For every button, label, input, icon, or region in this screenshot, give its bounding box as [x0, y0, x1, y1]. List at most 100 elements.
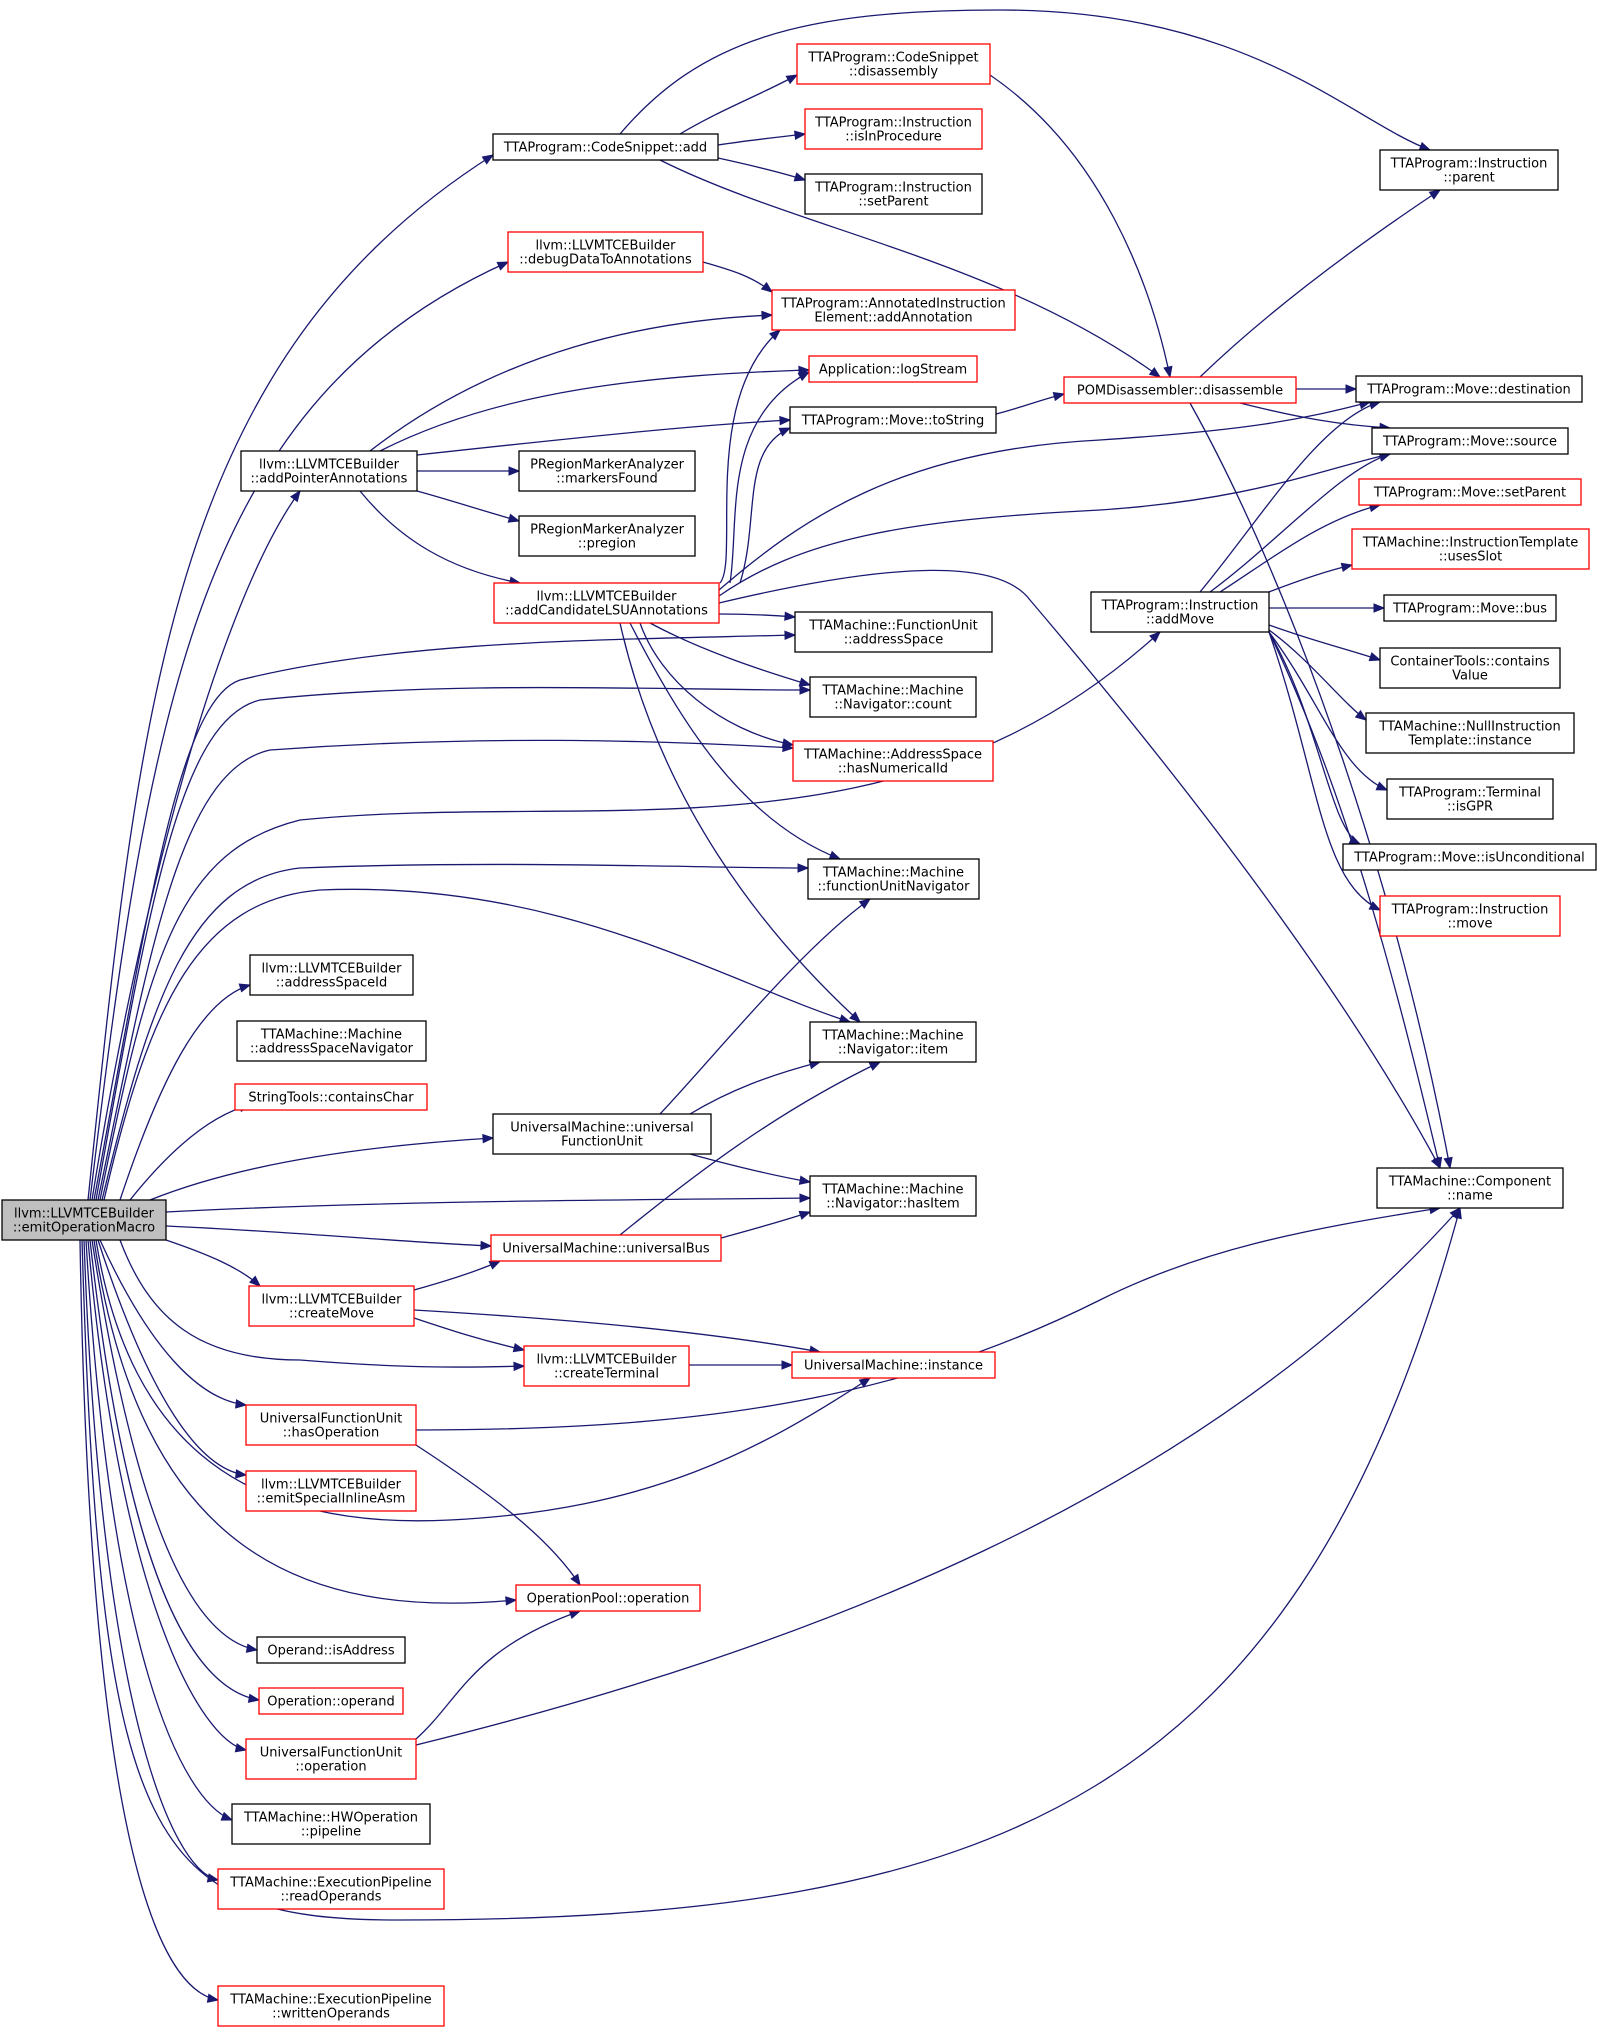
- edge-createmove-to-univbus: [413, 1260, 501, 1291]
- edge-ufu_hasop-to-oppool_op: [415, 1444, 581, 1586]
- node-mv-dest[interactable]: TTAProgram::Move::destination: [1355, 375, 1583, 403]
- arrowhead-addptr-to-addannot: [761, 310, 774, 321]
- node-label: llvm::LLVMTCEBuilder: [537, 590, 678, 605]
- node-label: ::Navigator::item: [838, 1043, 948, 1058]
- node-addptr[interactable]: llvm::LLVMTCEBuilder::addPointerAnnotati…: [240, 450, 418, 492]
- node-containschar[interactable]: StringTools::containsChar: [234, 1083, 428, 1111]
- edge-ins_addmove-to-usesslot: [1268, 564, 1353, 593]
- node-usesslot[interactable]: TTAMachine::InstructionTemplate::usesSlo…: [1351, 528, 1590, 570]
- node-pregion[interactable]: PRegionMarkerAnalyzer::pregion: [518, 515, 696, 557]
- node-box: [1386, 778, 1554, 820]
- node-oppool-op[interactable]: OperationPool::operation: [515, 1584, 701, 1612]
- arrowhead-addptr-to-pregion: [507, 513, 521, 523]
- node-logstream[interactable]: Application::logStream: [808, 355, 978, 383]
- node-label: llvm::LLVMTCEBuilder: [261, 1478, 402, 1493]
- node-isgpr[interactable]: TTAProgram::Terminal::isGPR: [1386, 778, 1554, 820]
- node-ins-addmove[interactable]: TTAProgram::Instruction::addMove: [1090, 591, 1270, 633]
- edge-root-to-oppool_op: [93, 1239, 517, 1604]
- arrowhead-addptr-to-markers: [508, 466, 521, 476]
- node-univbus[interactable]: UniversalMachine::universalBus: [490, 1234, 722, 1262]
- edge-ufu_op-to-oppool_op: [415, 1610, 581, 1740]
- node-comp-name[interactable]: TTAMachine::Component::name: [1376, 1167, 1564, 1209]
- node-box: [1371, 427, 1569, 455]
- node-writtenops[interactable]: TTAMachine::ExecutionPipeline::writtenOp…: [217, 1985, 445, 2027]
- node-label: TTAMachine::ExecutionPipeline: [229, 1993, 431, 2008]
- node-label: ::isGPR: [1447, 800, 1493, 815]
- node-ins-setparent[interactable]: TTAProgram::Instruction::setParent: [804, 173, 983, 215]
- edge-addcand-to-funav: [629, 622, 841, 860]
- arrowhead-ufu_hasop-to-oppool_op: [570, 1573, 581, 1587]
- node-nullinst[interactable]: TTAMachine::NullInstructionTemplate::ins…: [1365, 712, 1575, 754]
- node-label: llvm::LLVMTCEBuilder: [536, 239, 677, 254]
- node-addrspaceid[interactable]: llvm::LLVMTCEBuilder::addressSpaceId: [249, 954, 414, 996]
- node-ufu-op[interactable]: UniversalFunctionUnit::operation: [245, 1738, 417, 1780]
- arrowhead-ufu_op-to-comp_name: [1449, 1206, 1461, 1219]
- node-hasnumid[interactable]: TTAMachine::AddressSpace::hasNumericalId: [792, 740, 994, 782]
- node-addcand[interactable]: llvm::LLVMTCEBuilder::addCandidateLSUAnn…: [493, 582, 720, 624]
- node-emitspecial[interactable]: llvm::LLVMTCEBuilder::emitSpecialInlineA…: [245, 1470, 417, 1512]
- node-ins-inproc[interactable]: TTAProgram::Instruction::isInProcedure: [804, 108, 983, 150]
- node-label: TTAMachine::ExecutionPipeline: [229, 1876, 431, 1891]
- node-ins-move[interactable]: TTAProgram::Instruction::move: [1379, 895, 1561, 937]
- node-label: ::pipeline: [301, 1825, 361, 1840]
- arrowhead-univfu-to-funav: [858, 898, 872, 910]
- node-label: TTAProgram::Move::bus: [1392, 602, 1547, 617]
- node-addannot[interactable]: TTAProgram::AnnotatedInstructionElement:…: [771, 289, 1016, 331]
- node-pom[interactable]: POMDisassembler::disassemble: [1063, 376, 1297, 404]
- arrowhead-addptr-to-mv_tostring: [779, 415, 792, 426]
- node-asnav[interactable]: TTAMachine::Machine::addressSpaceNavigat…: [236, 1020, 427, 1062]
- arrowhead-root-to-createmove: [249, 1275, 262, 1287]
- node-isaddress[interactable]: Operand::isAddress: [256, 1636, 406, 1664]
- node-mv-tostring[interactable]: TTAProgram::Move::toString: [789, 406, 997, 434]
- node-label: TTAMachine::Component: [1388, 1175, 1551, 1190]
- arrowhead-addcand-to-nav_item: [849, 1011, 861, 1023]
- node-markers[interactable]: PRegionMarkerAnalyzer::markersFound: [518, 450, 696, 492]
- edge-addcand-to-logstream: [729, 371, 810, 584]
- node-nav-item[interactable]: TTAMachine::Machine::Navigator::item: [809, 1021, 977, 1063]
- node-um-instance[interactable]: UniversalMachine::instance: [791, 1351, 996, 1379]
- node-fu-addrspace[interactable]: TTAMachine::FunctionUnit::addressSpace: [794, 611, 993, 653]
- arrowhead-cs_add-to-cs_disasm: [785, 74, 799, 85]
- node-debugdata[interactable]: llvm::LLVMTCEBuilder::debugDataToAnnotat…: [507, 231, 704, 273]
- node-box: [796, 43, 991, 85]
- edge-addptr-to-mv_tostring: [416, 419, 791, 456]
- call-nodes: llvm::LLVMTCEBuilder::emitOperationMacro…: [1, 43, 1597, 2027]
- arrowhead-createterm-to-um_instance: [781, 1360, 794, 1370]
- arrowhead-ins_addmove-to-contains: [1368, 652, 1382, 662]
- node-cs-add[interactable]: TTAProgram::CodeSnippet::add: [492, 133, 719, 161]
- node-mv-source[interactable]: TTAProgram::Move::source: [1371, 427, 1569, 455]
- node-root[interactable]: llvm::LLVMTCEBuilder::emitOperationMacro: [1, 1199, 167, 1241]
- node-label: UniversalFunctionUnit: [260, 1412, 403, 1427]
- node-isuncond[interactable]: TTAProgram::Move::isUnconditional: [1342, 843, 1597, 871]
- edge-ins_addmove-to-ins_move: [1268, 631, 1381, 911]
- node-hwop-pipe[interactable]: TTAMachine::HWOperation::pipeline: [231, 1803, 431, 1845]
- node-label: POMDisassembler::disassemble: [1077, 384, 1283, 399]
- edge-root-to-hasnumid: [97, 739, 794, 1201]
- node-label: llvm::LLVMTCEBuilder: [537, 1353, 678, 1368]
- node-ufu-hasop[interactable]: UniversalFunctionUnit::hasOperation: [245, 1404, 417, 1446]
- arrowhead-pom-to-comp_name: [1443, 1156, 1453, 1170]
- arrowhead-univfu-to-nav_hasitem: [798, 1175, 812, 1185]
- node-funav[interactable]: TTAMachine::Machine::functionUnitNavigat…: [807, 858, 980, 900]
- node-label: ::name: [1447, 1189, 1493, 1204]
- node-nav-hasitem[interactable]: TTAMachine::Machine::Navigator::hasItem: [809, 1175, 977, 1217]
- edge-cs_add-to-ins_inproc: [717, 133, 806, 146]
- edge-root-to-addrspaceid: [119, 984, 251, 1201]
- node-readops[interactable]: TTAMachine::ExecutionPipeline::readOpera…: [217, 1868, 445, 1910]
- edge-univfu-to-nav_item: [689, 1061, 821, 1115]
- node-op-operand[interactable]: Operation::operand: [258, 1687, 404, 1715]
- arrowhead-addcand-to-mv_tostring: [778, 427, 792, 437]
- node-label: TTAMachine::NullInstruction: [1378, 720, 1560, 735]
- node-ins-parent[interactable]: TTAProgram::Instruction::parent: [1379, 149, 1559, 191]
- node-nav-count[interactable]: TTAMachine::Machine::Navigator::count: [809, 676, 977, 718]
- node-mv-bus[interactable]: TTAProgram::Move::bus: [1383, 594, 1557, 622]
- node-createmove[interactable]: llvm::LLVMTCEBuilder::createMove: [248, 1285, 415, 1327]
- node-label: TTAProgram::Instruction: [814, 181, 972, 196]
- node-cs-disasm[interactable]: TTAProgram::CodeSnippet::disassembly: [796, 43, 991, 85]
- node-mv-setparent[interactable]: TTAProgram::Move::setParent: [1358, 478, 1582, 506]
- node-label: ::emitSpecialInlineAsm: [257, 1492, 406, 1507]
- node-box: [1, 1199, 167, 1241]
- node-createterm[interactable]: llvm::LLVMTCEBuilder::createTerminal: [523, 1345, 690, 1387]
